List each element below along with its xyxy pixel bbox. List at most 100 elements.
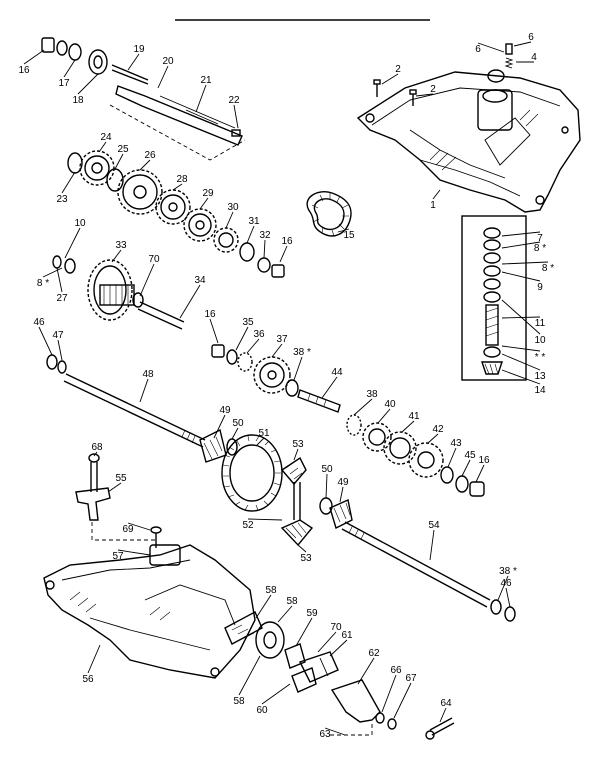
leader-line <box>297 544 307 553</box>
part-label: 1 <box>430 200 436 211</box>
leader-line <box>501 271 541 282</box>
part-label: 9 <box>537 282 543 293</box>
part-label: 50 <box>321 464 333 475</box>
upper-housing <box>356 71 581 213</box>
part-label: 38 <box>366 389 378 400</box>
part-label: 22 <box>228 95 240 106</box>
part-label: 34 <box>194 275 206 286</box>
bolt-2-left <box>373 79 381 97</box>
part-label: 66 <box>390 665 402 676</box>
leader-line <box>64 227 81 259</box>
lower-housing <box>43 544 256 679</box>
part-label: 48 <box>142 369 154 380</box>
part-label: 45 <box>464 450 476 461</box>
part-label: 42 <box>432 424 444 435</box>
gear-row-upper <box>67 150 285 278</box>
part-label: 51 <box>258 428 270 439</box>
leader-line <box>393 682 412 719</box>
part-label: 36 <box>253 329 265 340</box>
leader-line <box>246 338 260 354</box>
leader-line <box>293 356 303 381</box>
part-label: 16 <box>478 455 490 466</box>
part-label: 41 <box>408 411 420 422</box>
leader-line <box>139 263 155 297</box>
part-label: 17 <box>58 78 70 89</box>
part-label: 44 <box>331 367 343 378</box>
leader-line <box>357 657 375 685</box>
leader-line <box>114 153 124 170</box>
middle-gear-group <box>211 344 485 497</box>
leader-line <box>157 65 169 89</box>
part-label: 60 <box>256 705 268 716</box>
part-label: 53 <box>292 439 304 450</box>
part-label: 53 <box>300 553 312 564</box>
part-label: 4 <box>531 52 537 63</box>
leader-line <box>401 420 415 433</box>
leader-line <box>477 42 505 53</box>
part-label: 58 <box>286 596 298 607</box>
part-label: 8 * <box>534 243 546 254</box>
leader-line <box>325 473 328 499</box>
leader-line <box>107 482 122 493</box>
part-label: 56 <box>82 674 94 685</box>
part-label: 59 <box>306 608 318 619</box>
part-label: 57 <box>112 551 124 562</box>
part-label: 35 <box>242 317 254 328</box>
part-label: 2 <box>430 84 436 95</box>
part-label: 16 <box>204 309 216 320</box>
upper-shaft-group <box>41 37 246 161</box>
part-label: 69 <box>122 524 134 535</box>
leader-line <box>475 464 485 483</box>
part-label: 10 <box>74 218 86 229</box>
part-label: 29 <box>202 188 214 199</box>
leader-line <box>513 41 532 47</box>
leader-line <box>199 197 209 210</box>
part-label: 27 <box>56 293 68 304</box>
part-label: 52 <box>242 520 254 531</box>
part-label: 50 <box>232 418 244 429</box>
part-label: 6 <box>528 32 534 43</box>
leader-line <box>339 486 344 503</box>
part-label: 21 <box>200 75 212 86</box>
leader-line <box>139 378 149 403</box>
part-label: 24 <box>100 132 112 143</box>
part-label: 64 <box>440 698 452 709</box>
leader-line <box>56 267 63 293</box>
leader-line <box>246 225 255 244</box>
part-label: 70 <box>148 254 160 265</box>
leader-line <box>77 73 99 95</box>
leader-line <box>321 376 338 399</box>
part-label: 38 * <box>293 347 311 358</box>
leader-line <box>329 639 348 657</box>
leader-line <box>337 228 350 233</box>
part-label: 7 <box>537 233 543 244</box>
leader-line <box>23 49 45 65</box>
part-label: 37 <box>276 334 288 345</box>
leader-line <box>279 245 288 263</box>
leader-line <box>501 241 541 249</box>
leader-line <box>238 655 261 696</box>
leader-line <box>225 211 234 229</box>
leader-line <box>501 345 541 352</box>
leader-line <box>415 93 434 97</box>
leader-line <box>497 575 509 601</box>
part-label: 49 <box>337 477 349 488</box>
leader-line <box>87 644 101 674</box>
leader-line <box>461 459 471 477</box>
part-label: 14 <box>534 385 546 396</box>
gear-33-shaft <box>52 255 185 330</box>
leader-line <box>501 353 541 371</box>
leader-line <box>317 631 337 653</box>
leader-line <box>432 189 441 200</box>
leader-line <box>247 518 283 521</box>
leader-line <box>63 59 76 78</box>
leader-line <box>139 159 151 171</box>
leader-line <box>263 239 266 259</box>
leader-line <box>209 318 219 344</box>
part-label: 8 * <box>37 278 49 289</box>
leader-line <box>271 343 283 358</box>
part-label: 15 <box>343 230 355 241</box>
leader-line <box>255 437 265 447</box>
part-label: 47 <box>52 330 64 341</box>
